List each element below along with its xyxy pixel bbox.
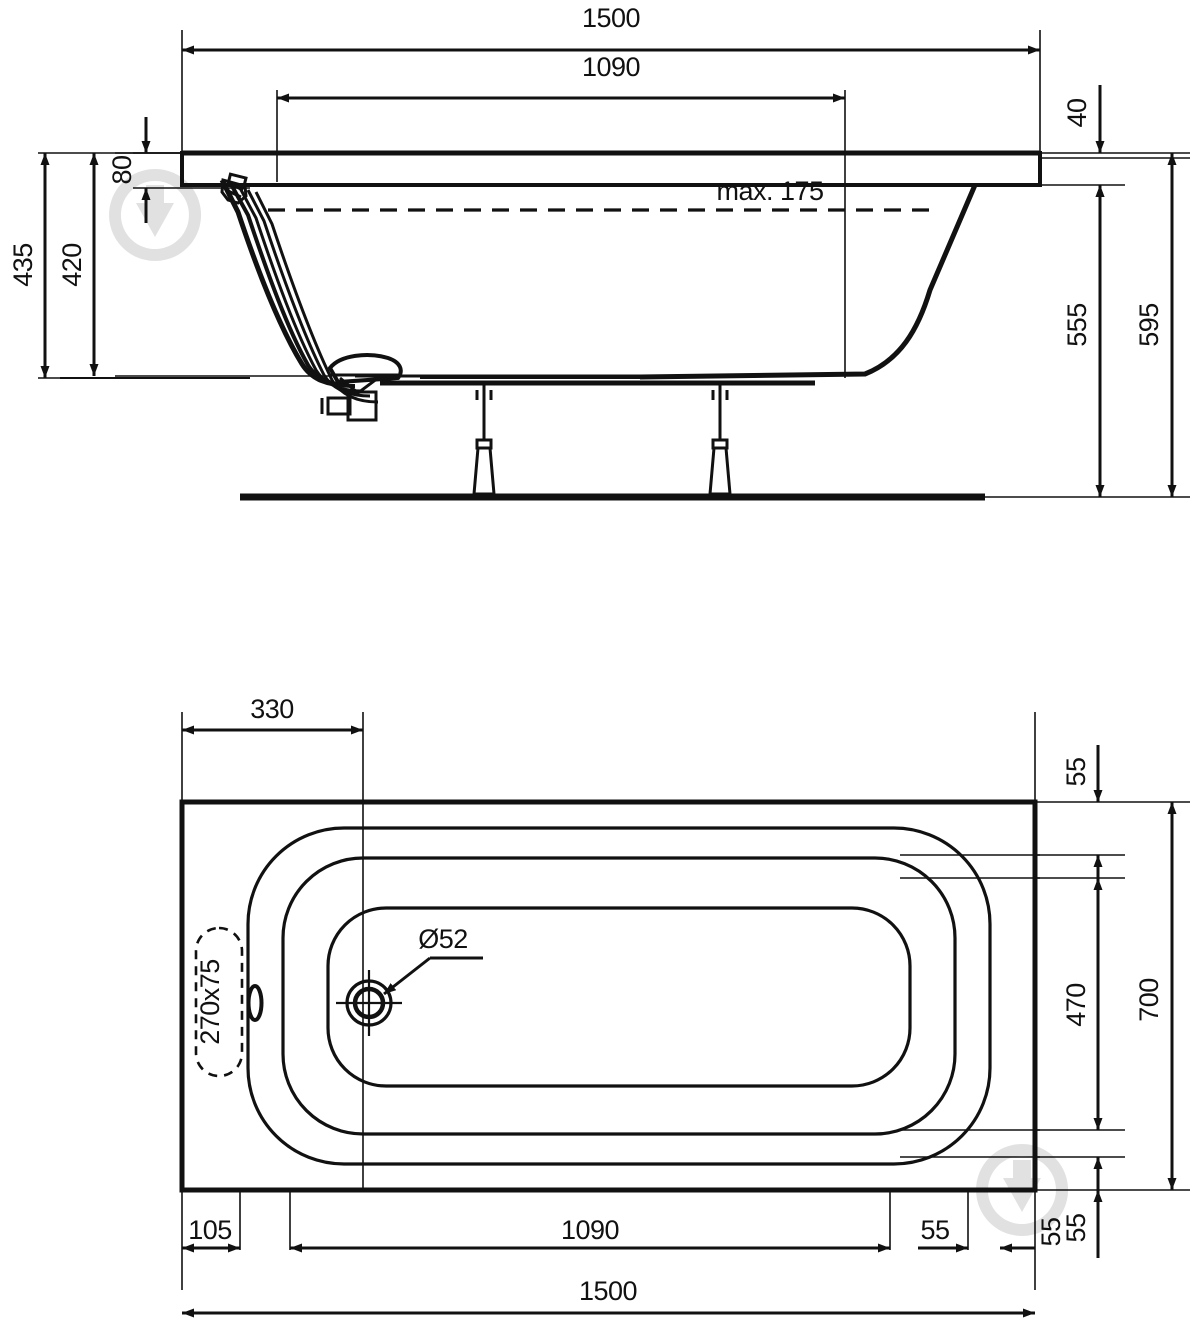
dim-elevation-inner-depth: 420 (57, 153, 99, 376)
dim-label-595: 595 (1134, 303, 1164, 347)
tub-underside (60, 374, 815, 386)
dim-label-1090-plan: 1090 (561, 1215, 619, 1245)
dim-label-700: 700 (1134, 978, 1164, 1022)
drain-diameter-leader: Ø52 (383, 924, 483, 996)
dim-label-80: 80 (107, 155, 137, 184)
dim-elevation-floor-to-rim-top: 595 (1134, 153, 1177, 497)
dim-elevation-total-height: 435 (8, 153, 50, 378)
drain-hole-plan (336, 970, 402, 1036)
elevation-extension-lines (38, 30, 1190, 498)
dim-elevation-rim-offset: 80 (107, 117, 151, 223)
dim-label-470: 470 (1061, 983, 1091, 1027)
tub-section-profile (219, 178, 978, 404)
dim-label-555: 555 (1062, 303, 1092, 347)
dim-plan-overall-width: 700 (1134, 802, 1177, 1190)
max-water-level: max. 175 (268, 176, 940, 212)
elevation-view: 1500 1090 435 420 80 40 (8, 3, 1190, 501)
waste-slot-callout: 270x75 (194, 926, 244, 1078)
dim-plan-bottom-row-1: 105 1090 55 55 (182, 1190, 1103, 1258)
dim-label-55-top: 55 (1061, 757, 1091, 786)
plan-view: 330 270x75 Ø52 (179, 694, 1190, 1318)
dim-plan-overall-length: 1500 (182, 1276, 1035, 1318)
dim-label-330: 330 (250, 694, 294, 724)
dim-label-270x75: 270x75 (195, 959, 225, 1045)
tub-rim-slab (180, 150, 1042, 187)
dim-label-105: 105 (188, 1215, 232, 1245)
dim-elevation-overall-length: 1500 (182, 3, 1040, 55)
dim-label-max-175: max. 175 (716, 176, 823, 206)
dim-label-1090-elevation: 1090 (582, 52, 640, 82)
bowl-contour-3 (326, 906, 912, 1088)
dim-elevation-floor-to-rim-under: 555 (1062, 185, 1105, 497)
dim-label-55-bottom: 55 (1061, 1213, 1091, 1242)
tub-outline-plan (179, 799, 1038, 1193)
dim-plan-inner-width: 470 (1061, 878, 1103, 1130)
dim-label-1500-elevation: 1500 (582, 3, 640, 33)
dim-elevation-inner-length: 1090 (277, 52, 845, 103)
dim-label-1500-plan: 1500 (579, 1276, 637, 1306)
dim-plan-drain-offset: 330 (182, 694, 363, 735)
overflow-hole-plan (246, 984, 264, 1022)
dim-label-d52: Ø52 (418, 924, 468, 954)
dim-label-55-right-outer: 55 (1036, 1217, 1066, 1246)
dim-label-420: 420 (57, 243, 87, 287)
overflow-fitting (220, 172, 248, 205)
dim-label-435: 435 (8, 243, 38, 287)
dim-label-55-right-inner: 55 (920, 1215, 949, 1245)
bowl-contour-2 (281, 856, 957, 1136)
dim-label-40: 40 (1062, 98, 1092, 127)
